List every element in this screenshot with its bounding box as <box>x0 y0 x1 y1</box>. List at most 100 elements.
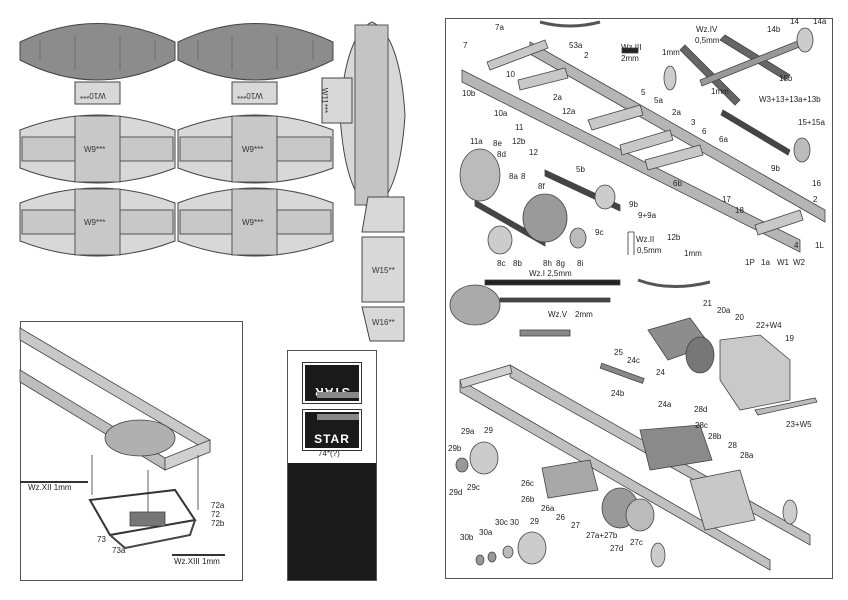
part-w16 <box>361 306 405 342</box>
callout-label: 26b <box>521 495 535 504</box>
callout-label: 27a+27b <box>586 531 618 540</box>
frame-label: 73a <box>112 546 126 555</box>
part-label-w9: W9*** <box>84 145 106 154</box>
callout-label: 8b <box>513 259 522 268</box>
callout-label: 24b <box>611 389 625 398</box>
star-plate: STAR <box>302 409 362 451</box>
callout-label: 2mm <box>621 54 639 63</box>
callout-label: 8c <box>497 259 506 268</box>
callout-label: 8f <box>538 182 545 191</box>
callout-label: 28d <box>694 405 708 414</box>
callout-label: Wz.II <box>636 235 655 244</box>
callout-label: 30b <box>460 533 474 542</box>
callout-label: 2 <box>584 51 589 60</box>
callout-label: W2 <box>793 258 805 267</box>
frame-detail-panel <box>20 321 243 581</box>
callout-label: 3 <box>691 118 696 127</box>
callout-label: 0,5mm <box>637 246 662 255</box>
callout-label: 9b <box>629 200 638 209</box>
part-w10-a <box>19 23 176 81</box>
callout-label: 0,5mm <box>695 36 720 45</box>
callout-label: 8 <box>521 172 526 181</box>
callout-label: 1mm <box>684 249 702 258</box>
chassis-assembly-panel <box>445 18 833 579</box>
callout-label: 24c <box>627 356 640 365</box>
star-plate-panel <box>287 350 377 581</box>
star-plate-flipped: STAR <box>302 362 362 404</box>
callout-label: W1 <box>777 258 789 267</box>
part-w15-top <box>361 196 405 233</box>
callout-label: 26c <box>521 479 534 488</box>
frame-label: 72a <box>211 501 225 510</box>
callout-label: 29 <box>484 426 493 435</box>
callout-label: 29a <box>461 427 475 436</box>
tab-w10-a <box>74 81 121 105</box>
callout-label: Wz.IV <box>696 25 718 34</box>
callout-label: 29 <box>530 517 539 526</box>
callout-label: 9b <box>771 164 780 173</box>
callout-label: 1L <box>815 241 824 250</box>
callout-label: 10b <box>462 89 476 98</box>
callout-label: 26 <box>556 513 565 522</box>
callout-label: 12 <box>529 148 538 157</box>
callout-label: Wz.I 2,5mm <box>529 269 572 278</box>
callout-label: Wz.V <box>548 310 568 319</box>
callout-label: 17 <box>722 195 731 204</box>
callout-label: 23+W5 <box>786 420 812 429</box>
callout-label: 28a <box>740 451 754 460</box>
callout-label: 22+W4 <box>756 321 782 330</box>
callout-label: 6a <box>719 135 728 144</box>
callout-label: 9c <box>595 228 604 237</box>
callout-label: 20a <box>717 306 731 315</box>
callout-label: 30a <box>479 528 493 537</box>
callout-label: 8h <box>543 259 552 268</box>
callout-label: 2a <box>672 108 681 117</box>
callout-label: 24 <box>656 368 665 377</box>
callout-label: 14 <box>790 17 799 26</box>
callout-label: 29d <box>449 488 463 497</box>
callout-label: 1a <box>761 258 770 267</box>
callout-label: 7a <box>495 23 504 32</box>
part-w15 <box>361 236 405 303</box>
callout-label: 15+15a <box>798 118 825 127</box>
callout-label: 10 <box>506 70 515 79</box>
callout-label: 28c <box>695 421 708 430</box>
callout-label: 28 <box>728 441 737 450</box>
callout-label: 25 <box>614 348 623 357</box>
callout-label: 5b <box>576 165 585 174</box>
part-label-w9: W9*** <box>242 145 264 154</box>
callout-label: 4 <box>794 241 799 250</box>
callout-label: 7 <box>463 41 468 50</box>
callout-label: 5 <box>641 88 646 97</box>
callout-label: 18 <box>735 206 744 215</box>
callout-label: 9+9a <box>638 211 657 220</box>
callout-label: 16 <box>812 179 821 188</box>
frame-label: Wz.XIII 1mm <box>174 557 220 566</box>
callout-label: 29b <box>448 444 462 453</box>
callout-label: 12b <box>667 233 681 242</box>
callout-label: 28b <box>708 432 722 441</box>
callout-label: 8i <box>577 259 584 268</box>
callout-label: 12b <box>512 137 526 146</box>
callout-label: 1mm <box>662 48 680 57</box>
callout-label: 30 <box>510 518 519 527</box>
callout-label: 19 <box>785 334 794 343</box>
callout-label: 14b <box>767 25 781 34</box>
callout-label: W3+13+13a+13b <box>759 95 821 104</box>
callout-label: 27d <box>610 544 624 553</box>
callout-label: 27c <box>630 538 643 547</box>
callout-label: 2 <box>813 195 818 204</box>
part-label-w16: W16** <box>372 318 395 327</box>
tab-w10-b <box>231 81 278 105</box>
part-w10-b <box>177 23 334 81</box>
callout-label: 2a <box>553 93 562 102</box>
black-fill-area <box>288 463 376 580</box>
callout-label: Wz.III <box>621 43 642 52</box>
callout-label: 53a <box>569 41 583 50</box>
callout-label: 24a <box>658 400 672 409</box>
callout-label: 14a <box>813 17 827 26</box>
callout-label: 29c <box>467 483 480 492</box>
callout-label: 27 <box>571 521 580 530</box>
